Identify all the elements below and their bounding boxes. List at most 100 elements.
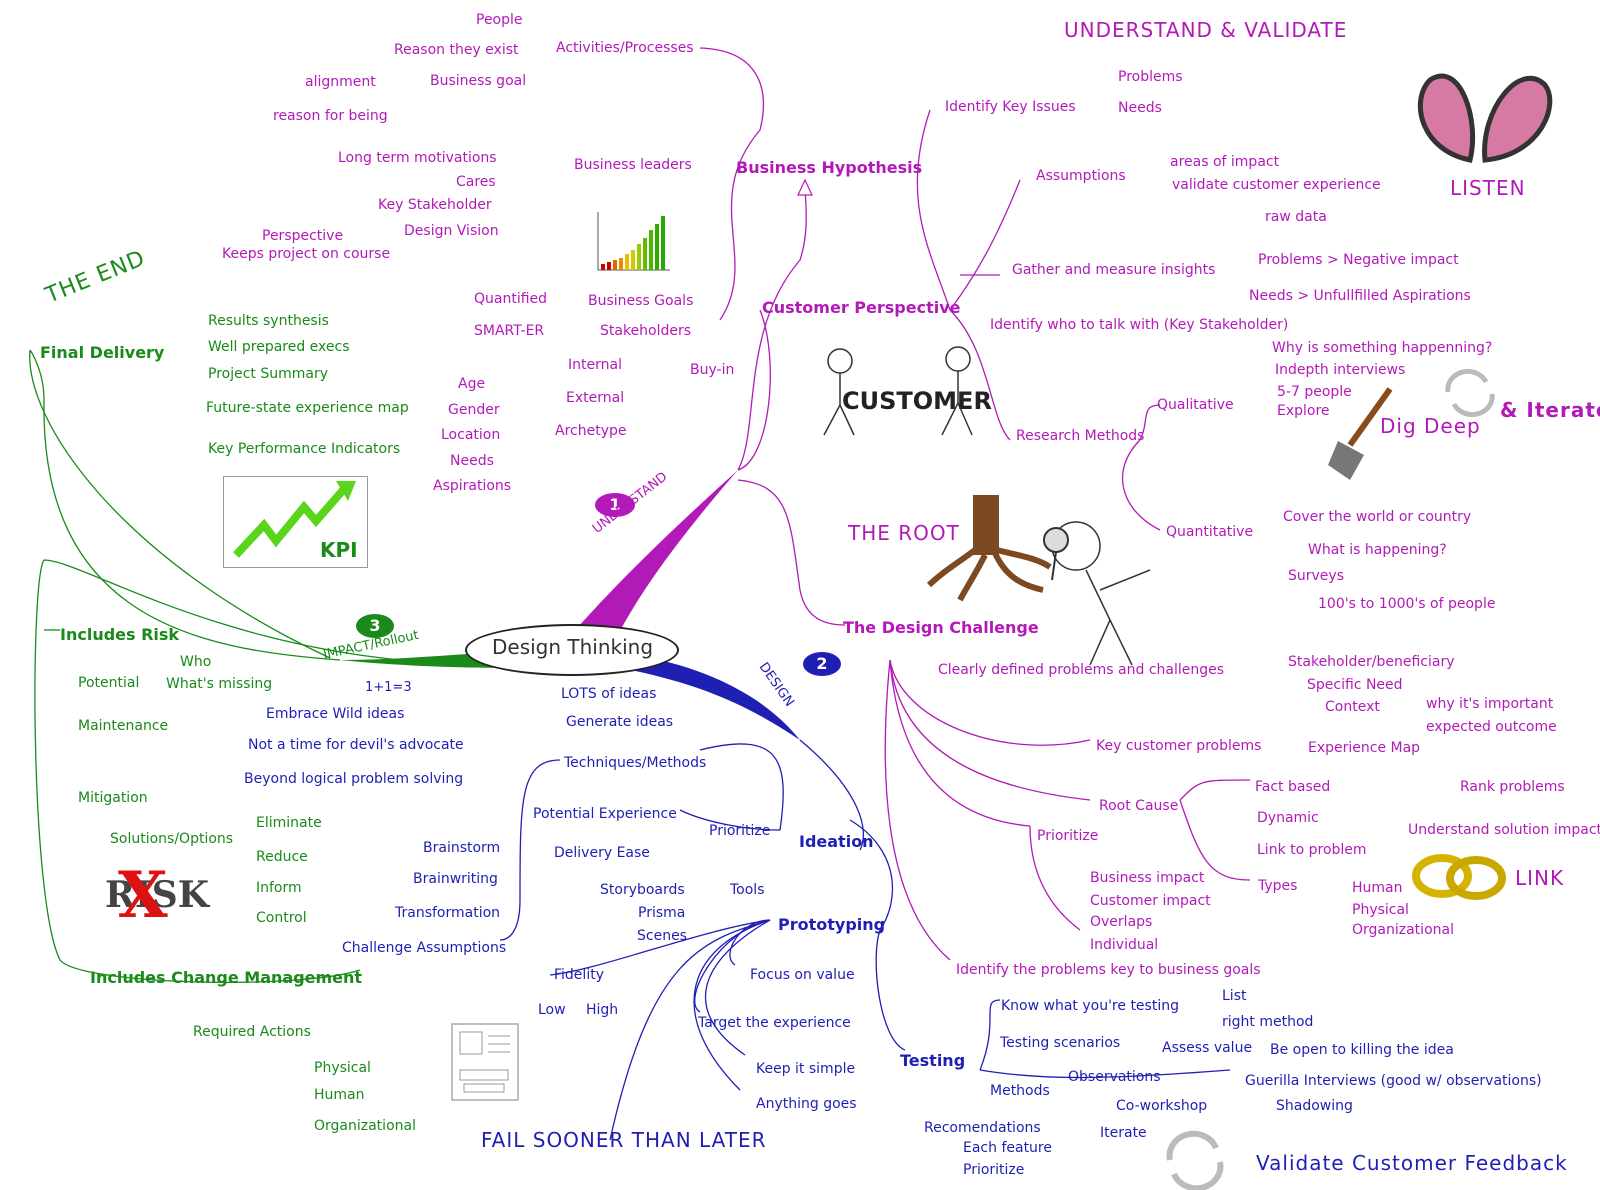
key-stakeholder-node[interactable]: Key Stakeholder bbox=[378, 197, 492, 213]
business-goal-node[interactable]: Business goal bbox=[430, 73, 527, 89]
validate-cx-node[interactable]: validate customer experience bbox=[1172, 177, 1381, 193]
business-leaders-node[interactable]: Business leaders bbox=[574, 157, 692, 173]
prototyping-node[interactable]: Prototyping bbox=[778, 915, 886, 934]
experience-map-node[interactable]: Experience Map bbox=[1308, 740, 1421, 756]
business-goals-node[interactable]: Business Goals bbox=[588, 293, 694, 309]
individual-node[interactable]: Individual bbox=[1090, 937, 1159, 953]
who-node[interactable]: Who bbox=[180, 654, 212, 670]
required-node[interactable]: Required Actions bbox=[193, 1024, 311, 1040]
stakeholder-beneficiary-node[interactable]: Stakeholder/beneficiary bbox=[1288, 654, 1455, 670]
aspirations-node[interactable]: Aspirations bbox=[433, 478, 512, 494]
buy-in-node[interactable]: Buy-in bbox=[690, 362, 735, 378]
brainstorm-node[interactable]: Brainstorm bbox=[423, 840, 501, 856]
control-node[interactable]: Control bbox=[256, 910, 307, 926]
external-node[interactable]: External bbox=[566, 390, 625, 406]
brainwriting-node[interactable]: Brainwriting bbox=[413, 871, 498, 887]
recommendations-node[interactable]: Recomendations bbox=[924, 1120, 1041, 1136]
list-node[interactable]: List bbox=[1222, 988, 1247, 1004]
results-node[interactable]: Results synthesis bbox=[208, 313, 329, 329]
embrace-node[interactable]: Embrace Wild ideas bbox=[266, 706, 405, 722]
five-seven-node[interactable]: 5-7 people bbox=[1277, 384, 1352, 400]
prisma-node[interactable]: Prisma bbox=[638, 905, 686, 921]
quantified-node[interactable]: Quantified bbox=[474, 291, 548, 307]
key-customer-problems-node[interactable]: Key customer problems bbox=[1096, 738, 1262, 754]
what-happening-node[interactable]: What is happening? bbox=[1308, 542, 1447, 558]
keep-simple-node[interactable]: Keep it simple bbox=[756, 1061, 856, 1077]
expected-outcome-node[interactable]: expected outcome bbox=[1426, 719, 1557, 735]
solutions-node[interactable]: Solutions/Options bbox=[110, 831, 234, 847]
problems-node[interactable]: Problems bbox=[1118, 69, 1183, 85]
maintenance-node[interactable]: Maintenance bbox=[78, 718, 169, 734]
one-one-three-node[interactable]: 1+1=3 bbox=[365, 680, 412, 695]
specific-need-node[interactable]: Specific Need bbox=[1307, 677, 1403, 693]
gender-node[interactable]: Gender bbox=[448, 402, 500, 418]
center-node[interactable] bbox=[465, 624, 679, 676]
kpis-node[interactable]: Key Performance Indicators bbox=[208, 441, 401, 457]
guerilla-node[interactable]: Guerilla Interviews (good w/ observation… bbox=[1245, 1073, 1542, 1089]
hundreds-node[interactable]: 100's to 1000's of people bbox=[1318, 596, 1496, 612]
internal-node[interactable]: Internal bbox=[568, 357, 622, 373]
open-kill-node[interactable]: Be open to killing the idea bbox=[1270, 1042, 1454, 1058]
focus-value-node[interactable]: Focus on value bbox=[750, 967, 855, 983]
human-node[interactable]: Human bbox=[1352, 880, 1403, 896]
indepth-node[interactable]: Indepth interviews bbox=[1275, 362, 1406, 378]
link-problem-node[interactable]: Link to problem bbox=[1257, 842, 1367, 858]
reduce-node[interactable]: Reduce bbox=[256, 849, 308, 865]
research-methods-node[interactable]: Research Methods bbox=[1016, 428, 1145, 444]
generate-node[interactable]: Generate ideas bbox=[566, 714, 674, 730]
keeps-course-node[interactable]: Keeps project on course bbox=[222, 246, 391, 262]
types-node[interactable]: Types bbox=[1258, 878, 1298, 894]
potential-node[interactable]: Potential bbox=[78, 675, 140, 691]
reason-being-node[interactable]: reason for being bbox=[273, 108, 388, 124]
customer-impact-node[interactable]: Customer impact bbox=[1090, 893, 1211, 909]
methods-node[interactable]: Methods bbox=[990, 1083, 1050, 1099]
anything-node[interactable]: Anything goes bbox=[756, 1096, 857, 1112]
know-node[interactable]: Know what you're testing bbox=[1001, 998, 1179, 1014]
people-node[interactable]: People bbox=[476, 12, 523, 28]
explore-node[interactable]: Explore bbox=[1277, 403, 1330, 419]
target-node[interactable]: Target the experience bbox=[698, 1015, 851, 1031]
delivery-ease-node[interactable]: Delivery Ease bbox=[554, 845, 650, 861]
iterate-node[interactable]: Iterate bbox=[1100, 1125, 1147, 1141]
needs-node[interactable]: Needs bbox=[450, 453, 494, 469]
assumptions-node[interactable]: Assumptions bbox=[1036, 168, 1126, 184]
qualitative-node[interactable]: Qualitative bbox=[1157, 397, 1234, 413]
why-node[interactable]: Why is something happenning? bbox=[1272, 340, 1493, 356]
lots-node[interactable]: LOTS of ideas bbox=[561, 686, 657, 702]
dynamic-node[interactable]: Dynamic bbox=[1257, 810, 1319, 826]
stakeholders-node[interactable]: Stakeholders bbox=[600, 323, 692, 339]
mitigation-node[interactable]: Mitigation bbox=[78, 790, 148, 806]
location-node[interactable]: Location bbox=[441, 427, 501, 443]
eliminate-node[interactable]: Eliminate bbox=[256, 815, 322, 831]
high-node[interactable]: High bbox=[586, 1002, 619, 1018]
beyond-node[interactable]: Beyond logical problem solving bbox=[244, 771, 464, 787]
assess-node[interactable]: Assess value bbox=[1162, 1040, 1253, 1056]
missing-node[interactable]: What's missing bbox=[166, 676, 273, 692]
areas-impact-node[interactable]: areas of impact bbox=[1170, 154, 1280, 170]
identify-problems-goals-node[interactable]: Identify the problems key to business go… bbox=[956, 962, 1261, 978]
rank-problems-node[interactable]: Rank problems bbox=[1460, 779, 1565, 795]
surveys-node[interactable]: Surveys bbox=[1288, 568, 1344, 584]
organizational-node[interactable]: Organizational bbox=[1352, 922, 1454, 938]
design-vision-node[interactable]: Design Vision bbox=[404, 223, 499, 239]
scenarios-node[interactable]: Testing scenarios bbox=[1000, 1035, 1121, 1051]
testing-node[interactable]: Testing bbox=[900, 1051, 966, 1070]
overlaps-node[interactable]: Overlaps bbox=[1090, 914, 1153, 930]
storyboards-node[interactable]: Storyboards bbox=[600, 882, 685, 898]
context-node[interactable]: Context bbox=[1325, 699, 1380, 715]
low-node[interactable]: Low bbox=[538, 1002, 566, 1018]
needs-node-cp[interactable]: Needs bbox=[1118, 100, 1162, 116]
future-map-node[interactable]: Future-state experience map bbox=[206, 400, 409, 416]
includes-risk-node[interactable]: Includes Risk bbox=[60, 625, 180, 644]
identify-key-issues-node[interactable]: Identify Key Issues bbox=[945, 99, 1076, 115]
alignment-node[interactable]: alignment bbox=[305, 74, 376, 90]
problems-neg-node[interactable]: Problems > Negative impact bbox=[1258, 252, 1459, 268]
prioritize-dc-node[interactable]: Prioritize bbox=[1037, 828, 1099, 844]
why-important-node[interactable]: why it's important bbox=[1426, 696, 1554, 712]
transformation-node[interactable]: Transformation bbox=[395, 905, 501, 921]
age-node[interactable]: Age bbox=[458, 376, 486, 392]
final-delivery-node[interactable]: Final Delivery bbox=[40, 343, 165, 362]
prioritize-ideation-node[interactable]: Prioritize bbox=[709, 823, 771, 839]
perspective-node[interactable]: Perspective bbox=[262, 228, 344, 244]
shadowing-node[interactable]: Shadowing bbox=[1276, 1098, 1353, 1114]
